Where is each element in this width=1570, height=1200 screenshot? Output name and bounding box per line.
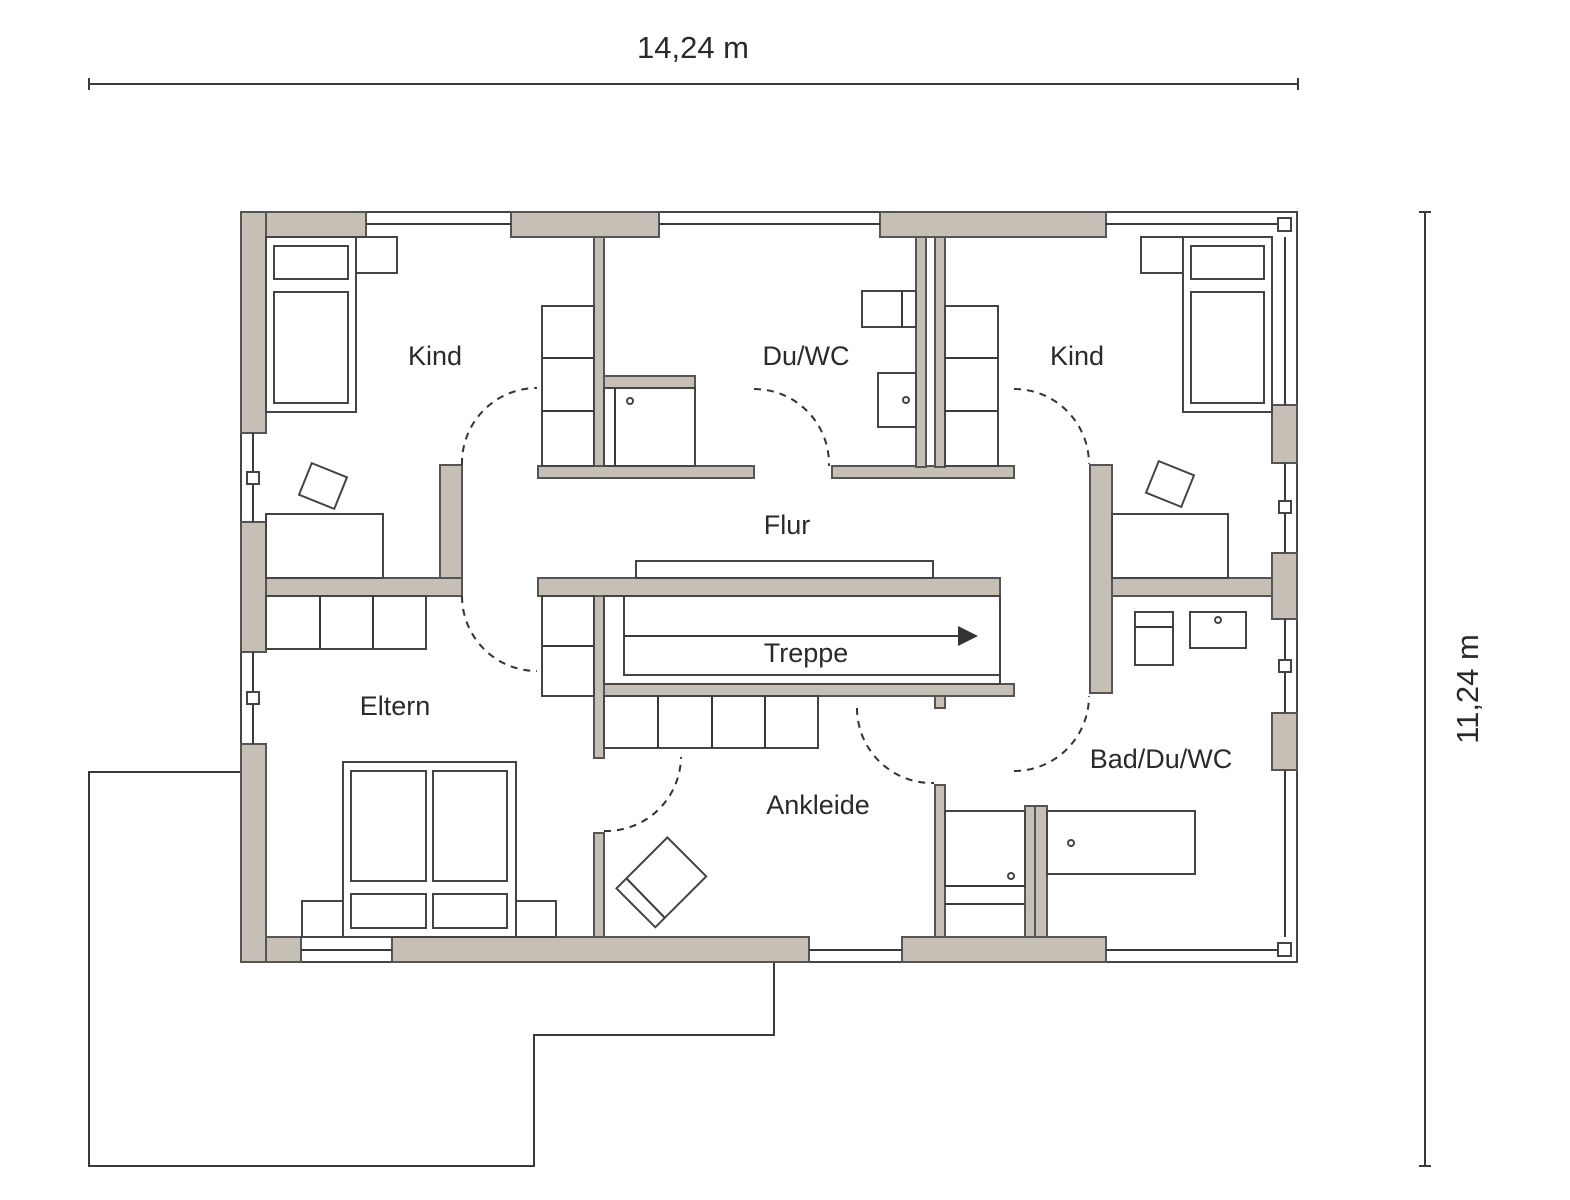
windows (246, 217, 1292, 957)
room-label-treppe: Treppe (764, 638, 849, 668)
room-label-eltern: Eltern (360, 691, 431, 721)
width-dimension-label: 14,24 m (637, 30, 749, 65)
door-bad (1013, 695, 1090, 772)
room-label-du-wc: Du/WC (763, 341, 850, 371)
furniture-eltern (265, 595, 557, 938)
room-labels: Kind Du/WC Kind Flur Treppe Eltern Ankle… (360, 341, 1233, 820)
room-label-ankleide: Ankleide (766, 790, 870, 820)
door-eltern (461, 595, 538, 672)
door-du-wc (753, 388, 831, 467)
room-label-kind-right: Kind (1050, 341, 1104, 371)
furniture-kind-left (265, 236, 595, 579)
room-label-flur: Flur (764, 510, 811, 540)
height-dimension: 11,24 m (1419, 211, 1485, 1167)
room-label-kind-left: Kind (408, 341, 462, 371)
furniture-kind-right (944, 236, 1273, 579)
door-kind-right (1013, 388, 1090, 465)
width-dimension: 14,24 m (88, 30, 1299, 90)
door-ankleide (856, 707, 935, 785)
stair (541, 560, 1001, 697)
stair-arrow-icon (958, 626, 978, 646)
height-dimension-label: 11,24 m (1450, 634, 1485, 744)
door-kind-left (460, 387, 538, 466)
furniture-bad (944, 611, 1247, 905)
furniture-du-wc (603, 290, 917, 467)
room-label-bad: Bad/Du/WC (1090, 744, 1233, 774)
doors (460, 387, 1090, 833)
terrace-outline (88, 771, 775, 1167)
furniture-ankleide (603, 695, 819, 929)
door-ankleide-left (603, 756, 682, 833)
